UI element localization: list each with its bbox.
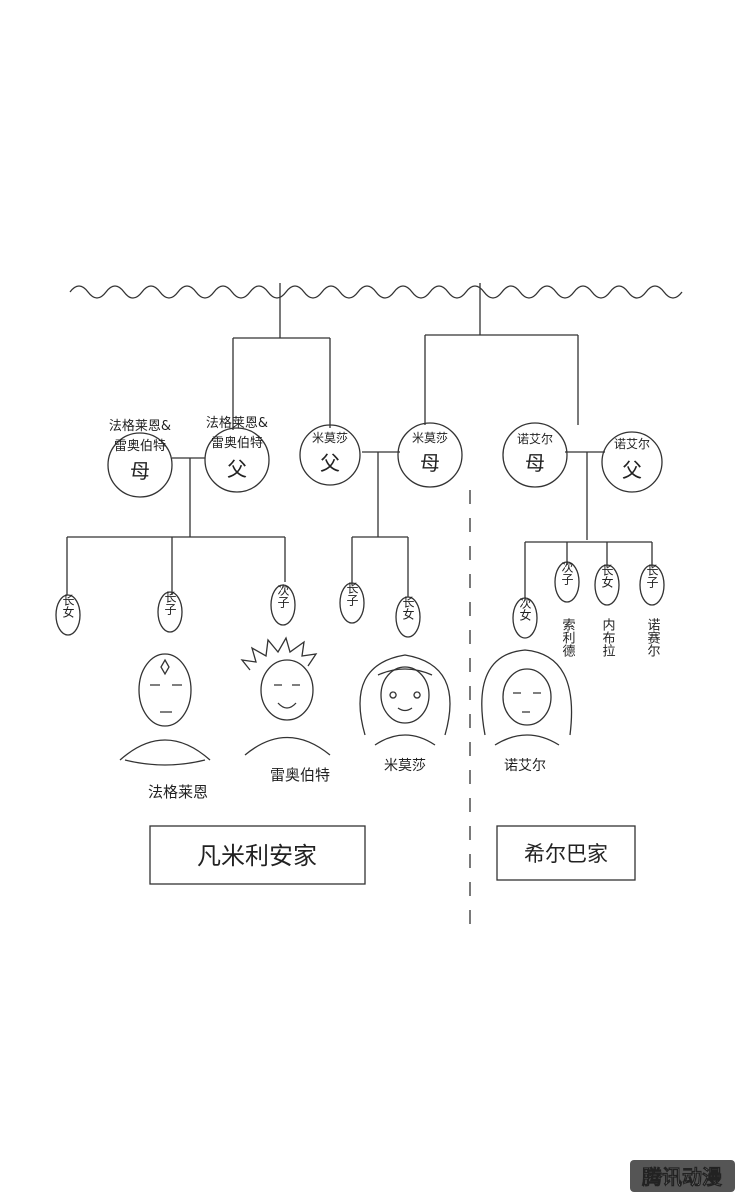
child-oval: 长子 [339,582,365,624]
mother-symbol: 母 [525,451,545,475]
parent-noelle-father: 诺艾尔 父 [601,431,663,493]
child-role: 长子 [645,564,659,588]
watermark-logo: 腾讯动漫 [630,1160,735,1192]
family-name: 希尔巴家 [524,842,608,866]
parent-label: 米莫莎 [412,431,448,445]
mother-symbol: 母 [420,451,440,475]
child-role: 次子 [276,584,290,608]
child-role: 次子 [560,561,574,585]
child-role: 长子 [163,591,177,615]
portrait-name: 法格莱恩 [148,783,208,801]
family-box-silva: 希尔巴家 [496,825,636,881]
child-role: 长子 [345,582,359,606]
child-name: 索利德 [560,618,576,657]
parent-mimosa-father: 米莫莎 父 [299,424,361,486]
parent-label: 雷奥伯特 [211,436,263,451]
parent-label: 法格莱恩& [109,418,171,434]
watermark-text: 腾讯动漫 [642,1165,723,1189]
child-oval: 次女 [512,597,538,639]
family-box-vermillion: 凡米利安家 [149,825,366,885]
parent-fuegoleon-father: 法格莱恩& 雷奥伯特 父 [204,415,270,493]
portrait-name: 诺艾尔 [504,758,546,774]
parent-mimosa-mother: 米莫莎 母 [397,422,463,488]
portrait-fuegoleon [119,653,211,766]
portrait-noelle [481,649,573,746]
parent-label: 诺艾尔 [614,436,650,451]
parent-label: 米莫莎 [312,431,348,445]
child-role: 次女 [518,597,532,621]
father-symbol: 父 [227,457,247,481]
mother-symbol: 母 [130,459,150,483]
portrait-mimosa [359,654,451,746]
child-oval: 长子 [639,564,665,606]
child-role: 长女 [61,594,75,618]
child-name: 诺赛尔 [645,618,661,657]
child-oval: 长女 [395,596,421,638]
child-oval: 次子 [270,584,296,626]
child-oval: 长子 [157,591,183,633]
parent-label: 法格莱恩& [206,415,268,431]
parent-noelle-mother: 诺艾尔 母 [502,422,568,488]
child-role: 长女 [401,596,415,620]
parent-label: 诺艾尔 [517,431,553,446]
child-role: 长女 [600,564,614,588]
portrait-name: 雷奥伯特 [270,766,330,784]
child-oval: 长女 [55,594,81,636]
parent-fuegoleon-mother: 法格莱恩& 雷奥伯特 母 [107,418,173,498]
portrait-name: 米莫莎 [384,758,426,774]
father-symbol: 父 [622,458,642,482]
ancestor-wave-line [69,285,683,299]
parent-label: 雷奥伯特 [114,439,166,454]
father-symbol: 父 [320,451,340,475]
branch-lines [66,283,653,598]
child-name: 内布拉 [600,617,616,657]
child-oval: 次子 [554,561,580,603]
child-oval: 长女 [594,564,620,606]
family-name: 凡米利安家 [197,842,317,870]
portrait-leopold [240,636,331,756]
